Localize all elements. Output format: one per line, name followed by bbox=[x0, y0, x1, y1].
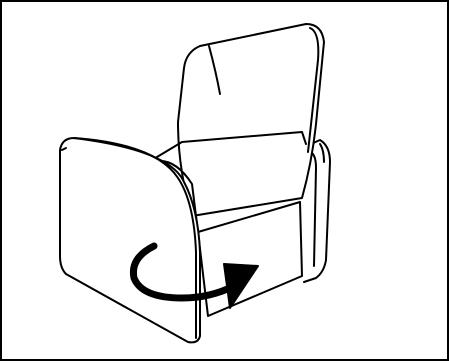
rotation-arrow-icon bbox=[129, 242, 259, 309]
backrest bbox=[177, 23, 325, 217]
left-armrest bbox=[59, 137, 201, 344]
right-armrest bbox=[301, 139, 331, 283]
